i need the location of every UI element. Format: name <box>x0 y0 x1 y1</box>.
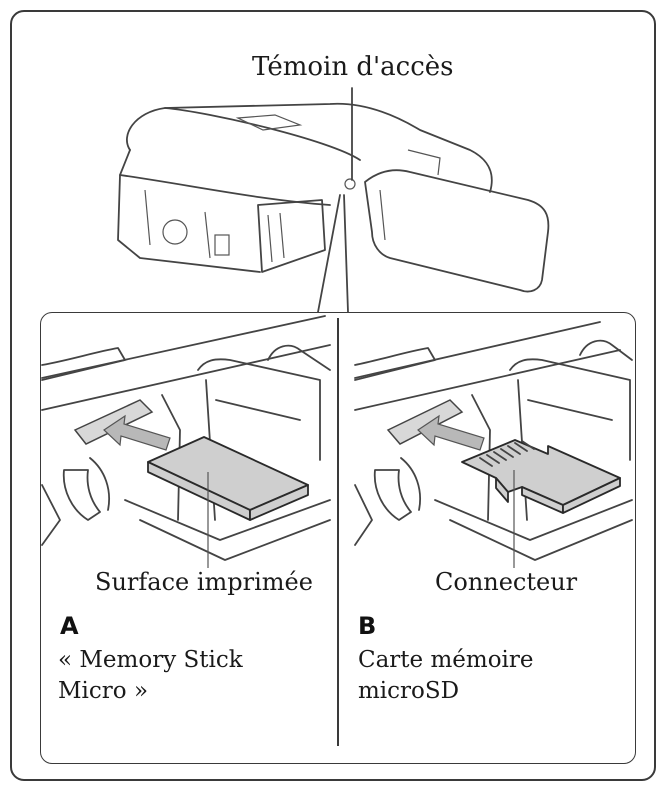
panel-divider <box>337 318 339 746</box>
connector-label: Connecteur <box>432 568 581 596</box>
zoom-line-left <box>317 194 341 313</box>
panel-b-letter: B <box>358 612 377 640</box>
memory-stick-card <box>147 436 309 521</box>
panel-b-slot-illustration <box>354 321 633 561</box>
panel-b-description: Carte mémoire microSD <box>358 645 534 707</box>
insert-arrow-b <box>417 414 485 451</box>
insert-arrow-a <box>103 414 171 451</box>
microsd-connector-pins <box>479 440 535 467</box>
outer-frame <box>10 10 656 781</box>
printed-surface-label: Surface imprimée <box>92 568 316 596</box>
detail-frame <box>40 312 636 764</box>
panel-b-description-line1: Carte mémoire <box>358 647 534 673</box>
panel-a-letter: A <box>60 612 79 640</box>
zoom-line-right <box>343 194 349 313</box>
camera-body <box>117 102 493 273</box>
panel-a-slot-illustration <box>41 315 331 561</box>
microsd-card <box>461 439 621 514</box>
access-indicator-label: Témoin d'accès <box>252 52 454 82</box>
panel-a-description-line2: Micro » <box>58 678 149 704</box>
panel-a-description-line1: « Memory Stick <box>58 647 243 673</box>
camera-open-door <box>364 169 550 293</box>
panel-b-description-line2: microSD <box>358 678 460 704</box>
panel-a-description: « Memory Stick Micro » <box>58 645 243 707</box>
